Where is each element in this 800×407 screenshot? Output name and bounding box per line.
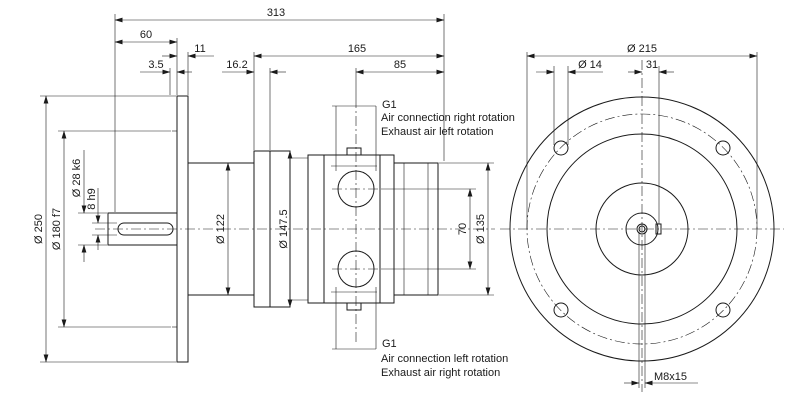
dim-overall-length: 313 <box>267 7 285 19</box>
dim-shaft-length: 60 <box>140 29 152 41</box>
top-port-thread: G1 <box>382 99 397 111</box>
dim-center-thread: M8x15 <box>654 371 687 383</box>
dim-housing-diameter: Ø 147.5 <box>278 209 290 248</box>
side-dimensions: 313 60 11 3.5 16.2 165 85 Ø 250 Ø 180 f7 <box>33 7 515 379</box>
bolt-hole-bottom-left <box>553 302 569 318</box>
dim-shaft-offset: 3.5 <box>148 59 163 71</box>
dim-hole-diameter: Ø 14 <box>578 59 602 71</box>
dim-bolt-circle-diameter: Ø 215 <box>627 43 657 55</box>
top-port-line1: Air connection right rotation <box>381 112 515 124</box>
bolt-hole-top-right <box>715 140 731 156</box>
side-view <box>95 95 495 363</box>
rear-housing <box>393 162 439 296</box>
front-view <box>500 60 784 392</box>
dim-flange-thickness: 11 <box>194 43 205 55</box>
dim-hole-offset: 31 <box>646 59 658 71</box>
front-dimensions: Ø 215 Ø 14 31 M8x15 <box>526 43 758 388</box>
top-lug <box>346 147 362 156</box>
dim-port-distance: 85 <box>394 59 406 71</box>
dim-shaft-diameter: Ø 28 k6 <box>71 159 83 198</box>
bottom-lug <box>346 302 362 311</box>
dim-key-width: 8 h9 <box>86 188 98 209</box>
dim-housing-length: 165 <box>348 43 366 55</box>
bolt-hole-top-left <box>553 140 569 156</box>
dim-flange-diameter: Ø 250 <box>33 214 45 244</box>
dim-body-diameter: Ø 122 <box>215 214 227 244</box>
dim-port-spacing: 70 <box>457 223 469 235</box>
bottom-port-line1: Air connection left rotation <box>381 353 508 365</box>
dim-collar-width: 16.2 <box>226 59 247 71</box>
front-keyway <box>655 223 662 235</box>
dim-centering-diameter: Ø 180 f7 <box>51 208 63 250</box>
bottom-port-line2: Exhaust air right rotation <box>381 367 500 379</box>
top-port-line2: Exhaust air left rotation <box>381 126 494 138</box>
dim-rear-diameter: Ø 135 <box>475 214 487 244</box>
bolt-hole-bottom-right <box>715 302 731 318</box>
bottom-port-thread: G1 <box>382 338 397 350</box>
keyway <box>117 222 174 236</box>
